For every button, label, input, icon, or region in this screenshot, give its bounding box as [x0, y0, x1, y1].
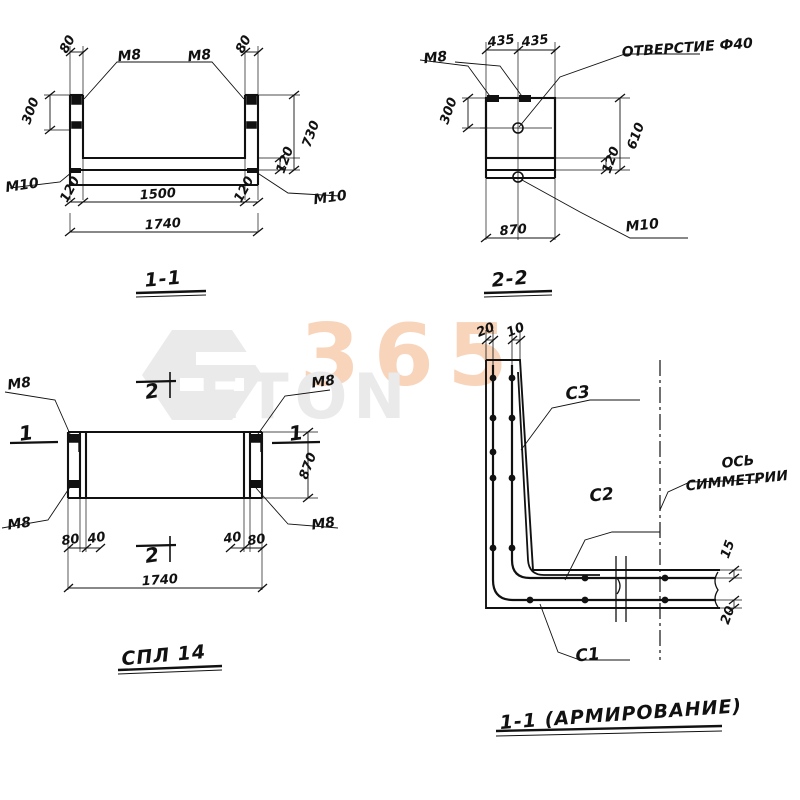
section-2-2-ticks — [462, 45, 626, 243]
label-plan-m8-top-left: M8 — [6, 374, 32, 393]
dim-left-300: 300 — [19, 96, 42, 127]
label-plan-m8-bottom-left: M8 — [6, 514, 32, 533]
view-reinforcement-1-1 — [481, 330, 761, 661]
label-axis-line1: ОСЬ — [721, 453, 755, 472]
dim-plan-left-40: 40 — [86, 530, 107, 548]
plan-ticks — [63, 427, 314, 593]
label-m10-left: M10 — [4, 175, 40, 196]
section-1-1-texts: 80 80 300 730 120 120 1500 120 1740 M8 M… — [4, 33, 348, 292]
dim-plan-overall-1740: 1740 — [141, 572, 178, 589]
dim-435-b: 435 — [520, 32, 550, 50]
plan-extension-lines — [67, 431, 318, 590]
watermark: 365 ETON — [142, 306, 522, 433]
reinforcement-dimension-lines — [485, 330, 742, 609]
dim-2-2-right-610: 610 — [625, 121, 648, 152]
view-section-1-1 — [9, 46, 341, 237]
label-axis-line2: СИММЕТРИИ — [685, 468, 789, 495]
section-2-2-texts: 435 435 300 610 120 870 M8 ОТВЕРСТИЕ Ф40… — [423, 32, 754, 291]
dim-plan-right-870: 870 — [297, 451, 320, 482]
dim-reinf-right-15: 15 — [718, 538, 738, 560]
dim-reinf-top-20: 20 — [474, 320, 496, 341]
plan-outline — [66, 430, 264, 500]
plan-leaders — [1, 389, 339, 529]
bar-section-dots — [489, 374, 669, 604]
section-2-2-extension-lines — [462, 42, 630, 240]
section-mark-2-bottom: 2 — [143, 542, 160, 568]
section-1-1-ticks — [44, 47, 300, 237]
view-title-2-2-underline — [483, 289, 553, 298]
plan-embedded-plates — [69, 434, 262, 488]
dim-plan-right-40: 40 — [222, 530, 243, 548]
section-mark-1-right: 1 — [287, 420, 304, 446]
break-symbol — [615, 556, 627, 622]
reinforcement-ticks — [481, 335, 740, 613]
dim-plan-left-80: 80 — [61, 532, 81, 549]
dim-2-2-bottom-870: 870 — [499, 222, 527, 239]
label-2-2-m10: M10 — [625, 216, 660, 235]
section-1-1-leaders — [9, 61, 341, 197]
view-title-2-2: 2-2 — [491, 267, 530, 292]
dim-reinf-right-20: 20 — [718, 604, 738, 626]
embedded-plates-m8 — [71, 95, 257, 129]
dim-bottom-left-120: 120 — [57, 174, 83, 205]
section-2-2-outline — [484, 96, 557, 180]
label-hole-d40: ОТВЕРСТИЕ Ф40 — [621, 36, 753, 61]
label-m8-right: M8 — [187, 47, 212, 65]
dim-reinf-top-10: 10 — [504, 320, 526, 341]
dim-2-2-left-300: 300 — [437, 96, 460, 127]
label-2-2-m8: M8 — [423, 49, 448, 67]
section-2-2-leaders — [419, 53, 700, 239]
label-bar-c2: С2 — [589, 484, 615, 506]
bar-c2-line — [510, 365, 716, 580]
view-plan-spl14 — [1, 372, 339, 593]
embedded-plates-2-2 — [487, 95, 531, 102]
label-m8-left: M8 — [117, 47, 142, 65]
section-1-1-dimension-lines — [49, 51, 295, 233]
section-mark-1-left: 1 — [17, 420, 34, 446]
slab-end-break — [714, 571, 719, 608]
view-title-1-1-underline — [135, 289, 207, 298]
dim-bottom-right-120: 120 — [231, 174, 257, 205]
label-plan-m8-top-right: M8 — [310, 372, 336, 391]
svg-text:365: 365 — [300, 306, 522, 406]
section-2-2-dimension-lines — [467, 49, 621, 239]
plan-section-marks — [9, 372, 321, 562]
view-section-2-2 — [419, 42, 700, 243]
view-title-reinforcement-underline — [495, 724, 723, 737]
plan-dimension-lines — [68, 432, 309, 589]
label-m10-right: M10 — [312, 188, 348, 209]
view-title-spl14-underline — [117, 664, 223, 675]
dim-top-right-80: 80 — [233, 33, 255, 56]
embedded-plates-m10 — [70, 168, 258, 173]
label-bar-c1: С1 — [575, 644, 601, 666]
label-bar-c3: С3 — [565, 382, 591, 404]
section-1-1-outline — [68, 93, 260, 187]
section-mark-2-top: 2 — [143, 378, 160, 404]
svg-text:ETON: ETON — [198, 360, 411, 433]
bar-c3-diagonal — [517, 371, 600, 576]
dim-top-left-80: 80 — [57, 33, 79, 56]
view-title-1-1: 1-1 — [144, 267, 183, 292]
bar-c1-curve — [491, 365, 716, 602]
dim-right-730: 730 — [300, 119, 323, 150]
reinforcement-leaders — [520, 399, 761, 661]
dim-overall-1740: 1740 — [144, 216, 181, 233]
label-plan-m8-bottom-right: M8 — [310, 514, 336, 533]
dim-plan-right-80: 80 — [247, 532, 267, 549]
dim-435-a: 435 — [486, 32, 516, 50]
dim-bottom-mid-1500: 1500 — [139, 186, 176, 203]
